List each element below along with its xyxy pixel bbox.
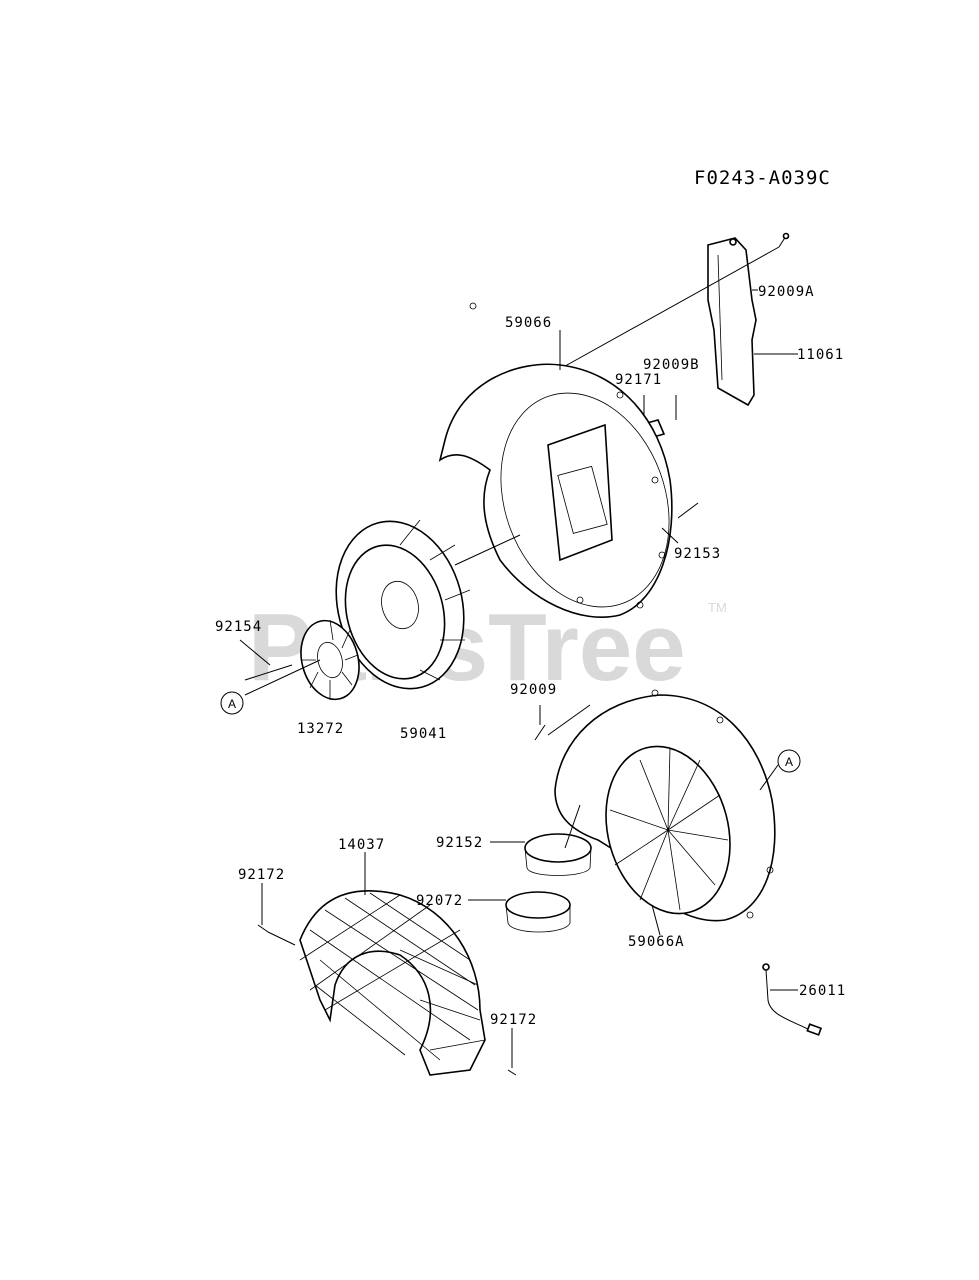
part-wire-26011[interactable] (762, 963, 823, 1036)
part-clip-92172-right[interactable] (507, 1069, 517, 1076)
label-92153: 92153 (674, 546, 721, 562)
part-fan-cover-59066A[interactable] (554, 689, 776, 928)
label-92009B: 92009B (643, 357, 700, 373)
label-92172-left: 92172 (238, 867, 285, 883)
label-92171: 92171 (615, 372, 662, 388)
part-screw-92009A[interactable] (778, 232, 790, 248)
svg-text:A: A (228, 697, 236, 711)
ref-marker-a-right: A (777, 749, 801, 773)
label-59066A: 59066A (628, 934, 685, 950)
part-ring-92072[interactable] (505, 891, 571, 933)
part-fan-housing-59066[interactable] (438, 302, 698, 631)
watermark-tm: TM (708, 600, 727, 615)
part-cover-plate-11061[interactable] (707, 237, 757, 407)
label-59041: 59041 (400, 726, 447, 742)
label-92072: 92072 (416, 893, 463, 909)
part-ring-92152[interactable] (524, 833, 592, 876)
part-small-fan-13272[interactable] (293, 614, 368, 706)
part-clip-92172-left[interactable] (257, 924, 269, 933)
label-92172-right: 92172 (490, 1012, 537, 1028)
part-screw-92009[interactable] (534, 724, 546, 741)
part-bolt-92153[interactable] (677, 502, 699, 519)
label-13272: 13272 (297, 721, 344, 737)
part-screen-14037[interactable] (299, 889, 486, 1076)
diagram-code: F0243-A039C (694, 167, 831, 189)
ref-marker-a-left: A (220, 691, 244, 715)
label-92152: 92152 (436, 835, 483, 851)
label-14037: 14037 (338, 837, 385, 853)
label-26011: 26011 (799, 983, 846, 999)
part-bolt-92154[interactable] (244, 664, 293, 681)
svg-text:A: A (785, 755, 793, 769)
label-92009: 92009 (510, 682, 557, 698)
label-92154: 92154 (215, 619, 262, 635)
label-59066: 59066 (505, 315, 552, 331)
part-impeller-59041[interactable] (318, 507, 482, 703)
label-92009A: 92009A (758, 284, 815, 300)
label-11061: 11061 (797, 347, 844, 363)
